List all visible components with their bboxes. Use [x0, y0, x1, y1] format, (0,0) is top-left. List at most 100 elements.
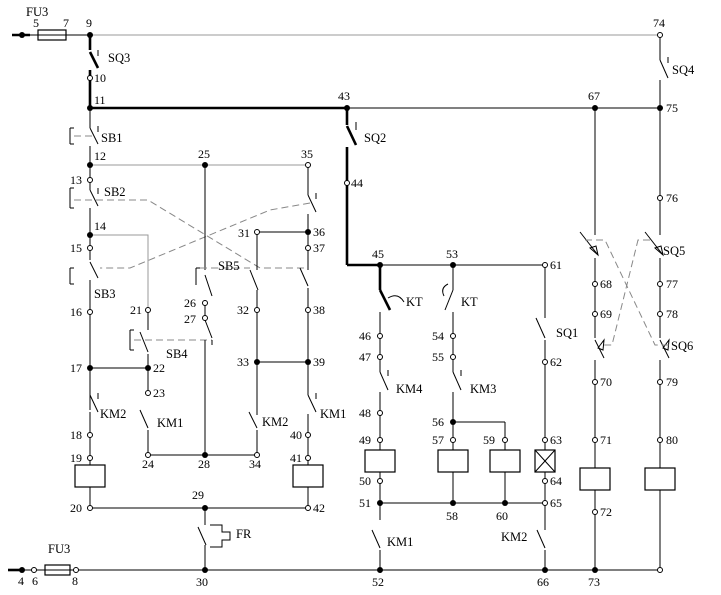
node-23: 23: [153, 386, 165, 400]
km-column-35-42: [299, 165, 317, 465]
node-25: 25: [198, 147, 210, 161]
node-19: 19: [70, 451, 82, 465]
label-km3: KM3: [470, 382, 496, 396]
node-56: 56: [432, 415, 444, 429]
sb4-button: [129, 310, 212, 390]
node-50: 50: [359, 474, 371, 488]
node-30: 30: [196, 575, 208, 589]
node-46: 46: [359, 329, 371, 343]
solenoid-coil-72: [579, 467, 611, 491]
node-60: 60: [496, 509, 508, 523]
node-67: 67: [588, 89, 600, 103]
node-35: 35: [301, 147, 313, 161]
node-64: 64: [550, 474, 562, 488]
km1-main-contact: [371, 529, 381, 570]
node-49: 49: [359, 433, 371, 447]
kt-coil: [489, 449, 521, 473]
node-26: 26: [184, 296, 196, 310]
label-km1-a: KM1: [157, 416, 183, 430]
node-17: 17: [70, 361, 82, 375]
node-20: 20: [70, 501, 82, 515]
node-40: 40: [290, 428, 302, 442]
label-kt-b: KT: [461, 295, 478, 309]
node-6: 6: [32, 574, 38, 588]
label-sq2: SQ2: [364, 131, 386, 145]
node-53: 53: [446, 247, 458, 261]
node-79: 79: [666, 375, 678, 389]
km3-coil: [437, 449, 469, 473]
node-33: 33: [237, 355, 249, 369]
node-41: 41: [290, 451, 302, 465]
node-37: 37: [313, 241, 325, 255]
label-sb4: SB4: [166, 347, 188, 361]
node-7: 7: [63, 16, 69, 30]
node-42: 42: [313, 501, 325, 515]
node-44: 44: [351, 176, 363, 190]
node-10: 10: [94, 71, 106, 85]
node-21: 21: [130, 303, 142, 317]
node-43: 43: [338, 89, 350, 103]
label-fr: FR: [236, 527, 252, 541]
km1-holding-contact: [139, 409, 149, 455]
label-km4: KM4: [396, 382, 423, 396]
node-28: 28: [198, 457, 210, 471]
node-39: 39: [313, 355, 325, 369]
node-66: 66: [537, 575, 549, 589]
node-13: 13: [70, 173, 82, 187]
node-59: 59: [483, 433, 495, 447]
kt-column: [378, 265, 405, 450]
node-51: 51: [359, 496, 371, 510]
node-65: 65: [550, 496, 562, 510]
node-29: 29: [192, 488, 204, 502]
terminals: [31, 32, 663, 573]
node-27: 27: [184, 312, 196, 326]
km2-main-contact: [536, 529, 546, 570]
node-61: 61: [550, 258, 562, 272]
node-45: 45: [372, 247, 384, 261]
sb5-button: [195, 165, 259, 455]
node-70: 70: [600, 375, 612, 389]
node-15: 15: [70, 241, 82, 255]
node-14: 14: [94, 219, 106, 233]
node-12: 12: [94, 149, 106, 163]
label-sb5: SB5: [218, 259, 240, 273]
node-71: 71: [600, 433, 612, 447]
component-labels: SQ3 SB1 SB2 SB3 SB4 SB5 KM2 KM1 KM2 KM1 …: [94, 51, 695, 549]
km2-coil-left: [292, 464, 324, 488]
node-34: 34: [249, 457, 261, 471]
node-55: 55: [432, 350, 444, 364]
fuse-top-label: FU3: [26, 5, 48, 19]
label-sb3: SB3: [94, 287, 116, 301]
top-supply-line: [12, 33, 660, 45]
node-8: 8: [72, 574, 78, 588]
node-63: 63: [550, 433, 562, 447]
label-sq3: SQ3: [108, 51, 130, 65]
label-km1-bottom: KM1: [387, 535, 413, 549]
node-24: 24: [142, 457, 154, 471]
node-69: 69: [600, 307, 612, 321]
node-54: 54: [432, 329, 444, 343]
km2-interlock-contact: [89, 393, 99, 465]
node-52: 52: [372, 575, 384, 589]
label-sb2: SB2: [104, 185, 126, 199]
node-31: 31: [238, 226, 250, 240]
label-sq5: SQ5: [663, 244, 685, 258]
node-62: 62: [550, 355, 562, 369]
node-47: 47: [359, 350, 371, 364]
node-72: 72: [600, 505, 612, 519]
node-5: 5: [33, 16, 39, 30]
sb3-button: [69, 235, 99, 410]
label-km2-bottom: KM2: [501, 530, 527, 544]
sb1-stop-button: [69, 108, 99, 165]
km4-coil: [364, 449, 396, 473]
label-sq4: SQ4: [672, 63, 695, 77]
label-kt-a: KT: [406, 295, 423, 309]
junction-dots: [19, 32, 663, 573]
label-km2-mid: KM2: [262, 415, 288, 429]
node-58: 58: [446, 509, 458, 523]
label-sq6: SQ6: [671, 339, 693, 353]
node-80: 80: [666, 433, 678, 447]
node-16: 16: [70, 305, 82, 319]
node-78: 78: [666, 307, 678, 321]
node-48: 48: [359, 406, 371, 420]
